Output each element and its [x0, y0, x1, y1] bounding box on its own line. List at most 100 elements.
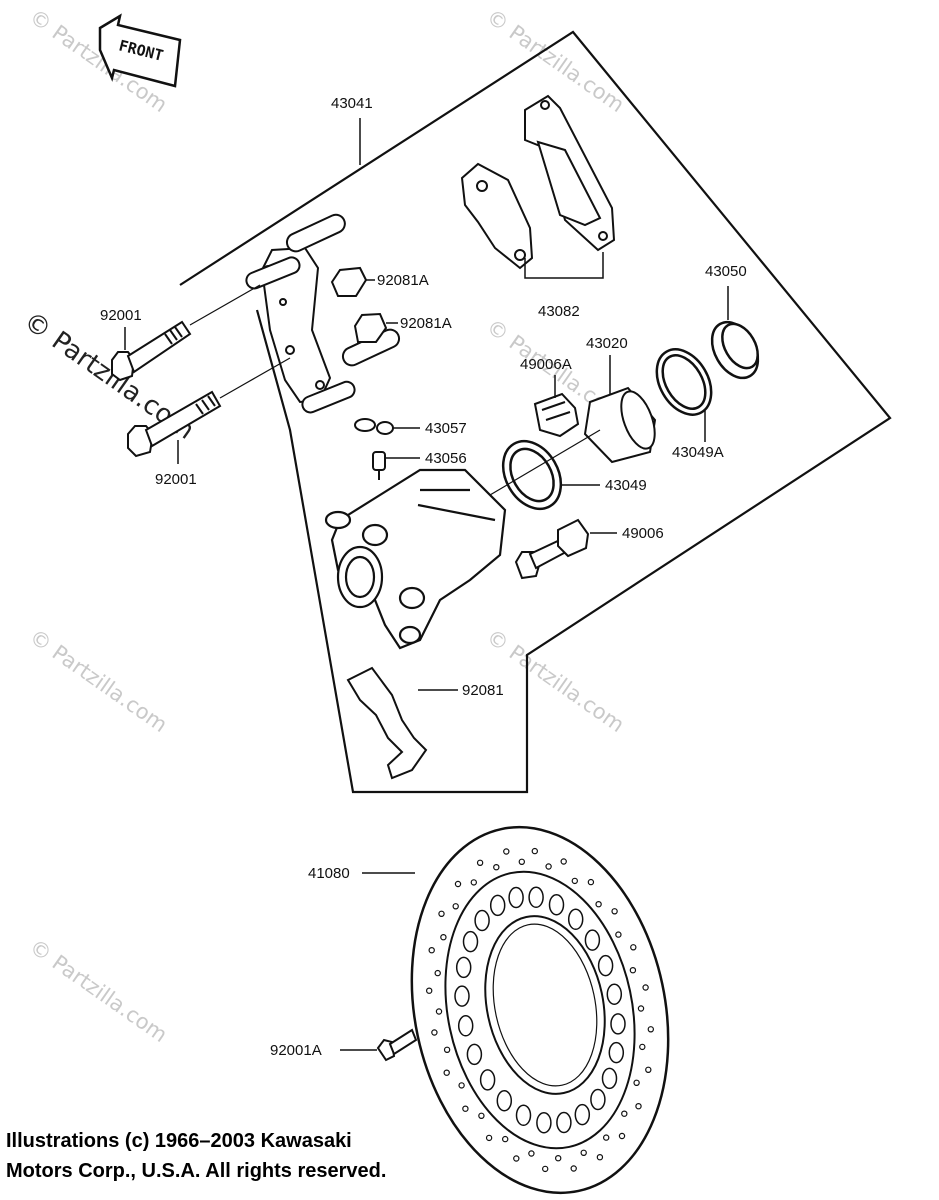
disc-drill-hole	[545, 863, 552, 870]
assembly-axis	[489, 429, 601, 496]
disc-drill-hole	[513, 1155, 520, 1162]
disc-drill-hole	[518, 858, 526, 866]
disc-drill-hole	[555, 1154, 562, 1162]
disc-drill-hole	[478, 1112, 485, 1120]
disc-drill-hole	[587, 878, 595, 886]
pad-spring-icon	[346, 666, 428, 780]
disc-slot	[567, 908, 584, 931]
disc-slot	[462, 930, 479, 953]
leader-92001-top-bolt	[189, 284, 261, 326]
disc-drill-hole	[635, 1102, 642, 1110]
disc-slot	[584, 929, 601, 951]
disc-drill-hole	[542, 1165, 549, 1173]
disc-drill-hole	[595, 901, 602, 908]
disc-slot	[556, 1111, 572, 1134]
assembly-outline	[179, 30, 892, 794]
disc-drill-hole	[470, 879, 477, 886]
disc-drill-hole	[485, 1134, 493, 1142]
disc-slot	[515, 1104, 532, 1127]
disc-slot	[474, 909, 490, 932]
disc-slot	[454, 985, 470, 1007]
label-43056[interactable]: 43056	[425, 450, 467, 467]
disc-drill-hole	[454, 880, 462, 888]
disc-drill-hole	[642, 984, 649, 991]
seal-ring-icon	[655, 348, 713, 416]
disc-drill-hole	[611, 908, 618, 915]
watermark: © Partzilla.com	[25, 624, 172, 737]
label-43082[interactable]: 43082	[538, 303, 580, 320]
disc-drill-hole	[639, 1043, 646, 1051]
front-arrow-icon: FRONT	[98, 13, 182, 88]
label-92081[interactable]: 92081	[462, 682, 504, 699]
disc-drill-hole	[435, 1008, 443, 1015]
dust-boot-icon	[533, 392, 580, 438]
disc-slot	[610, 1013, 626, 1035]
disc-drill-hole	[629, 967, 637, 974]
disc-drill-hole	[431, 1029, 438, 1036]
disc-slot	[608, 1041, 625, 1064]
disc-drill-hole	[493, 864, 500, 871]
brake-disc-icon	[410, 825, 670, 1195]
disc-slot	[548, 893, 565, 916]
disc-drill-hole	[647, 1026, 655, 1033]
disc-bolt-icon	[376, 1028, 418, 1062]
disc-drill-hole	[633, 1079, 640, 1087]
pad-clip-icon	[330, 266, 388, 343]
bleeder-valve-icon	[354, 418, 394, 480]
label-41080[interactable]: 41080	[308, 865, 350, 882]
watermark: © Partzilla.com	[25, 934, 172, 1047]
disc-drill-hole	[615, 931, 622, 938]
label-92001-bottom[interactable]: 92001	[155, 471, 197, 488]
disc-drill-hole	[637, 1005, 645, 1012]
piston-cap-icon	[710, 320, 760, 380]
disc-slot	[574, 1103, 591, 1126]
disc-slot	[597, 954, 614, 977]
disc-drill-hole	[458, 1082, 465, 1089]
copyright-notice: Illustrations (c) 1966–2003 Kawasaki Mot…	[6, 1126, 386, 1186]
label-43041[interactable]: 43041	[331, 95, 373, 112]
disc-drill-hole	[618, 1132, 626, 1140]
disc-drill-hole	[440, 934, 447, 941]
disc-drill-hole	[503, 848, 510, 855]
disc-slot	[606, 983, 623, 1005]
disc-drill-hole	[476, 859, 484, 867]
disc-drill-hole	[443, 1069, 450, 1076]
watermark: © Partzilla.com	[482, 4, 629, 117]
watermark: © Partzilla.com	[482, 624, 629, 737]
disc-slot	[536, 1111, 552, 1134]
label-43050[interactable]: 43050	[705, 263, 747, 280]
disc-drill-hole	[630, 944, 637, 951]
label-43049[interactable]: 43049	[605, 477, 647, 494]
disc-drill-hole	[531, 847, 539, 855]
disc-drill-hole	[426, 987, 433, 994]
label-43057[interactable]: 43057	[425, 420, 467, 437]
caliper-pin-bolt-icon	[127, 390, 222, 458]
caliper-pin-bolt-icon	[111, 320, 192, 382]
disc-drill-hole	[452, 903, 459, 910]
disc-drill-hole	[621, 1110, 628, 1117]
label-92001A[interactable]: 92001A	[270, 1042, 322, 1059]
disc-slot	[489, 894, 506, 917]
label-43020[interactable]: 43020	[586, 335, 628, 352]
label-49006A[interactable]: 49006A	[520, 356, 572, 373]
part-labels: 43041 92081A 92081A 43082 43050 92001 92…	[100, 95, 747, 1059]
label-49006[interactable]: 49006	[622, 525, 664, 542]
disc-slot	[601, 1067, 618, 1090]
piston-seal-icon	[501, 439, 563, 511]
disc-drill-hole	[428, 947, 435, 954]
copyright-line-1: Illustrations (c) 1966–2003 Kawasaki	[6, 1130, 352, 1152]
label-92081A-bottom[interactable]: 92081A	[400, 315, 452, 332]
label-43049A[interactable]: 43049A	[672, 444, 724, 461]
disc-drill-hole	[502, 1135, 509, 1143]
disc-drill-hole	[438, 910, 445, 918]
label-92081A-top[interactable]: 92081A	[377, 272, 429, 289]
disc-drill-hole	[571, 877, 579, 885]
disc-slot	[455, 956, 472, 979]
disc-drill-hole	[580, 1149, 587, 1157]
disc-drill-hole	[443, 1046, 451, 1054]
disc-drill-hole	[528, 1150, 535, 1157]
copyright-line-2: Motors Corp., U.S.A. All rights reserved…	[6, 1160, 387, 1182]
label-92001-top[interactable]: 92001	[100, 307, 142, 324]
caliper-bracket-icon	[245, 213, 401, 414]
